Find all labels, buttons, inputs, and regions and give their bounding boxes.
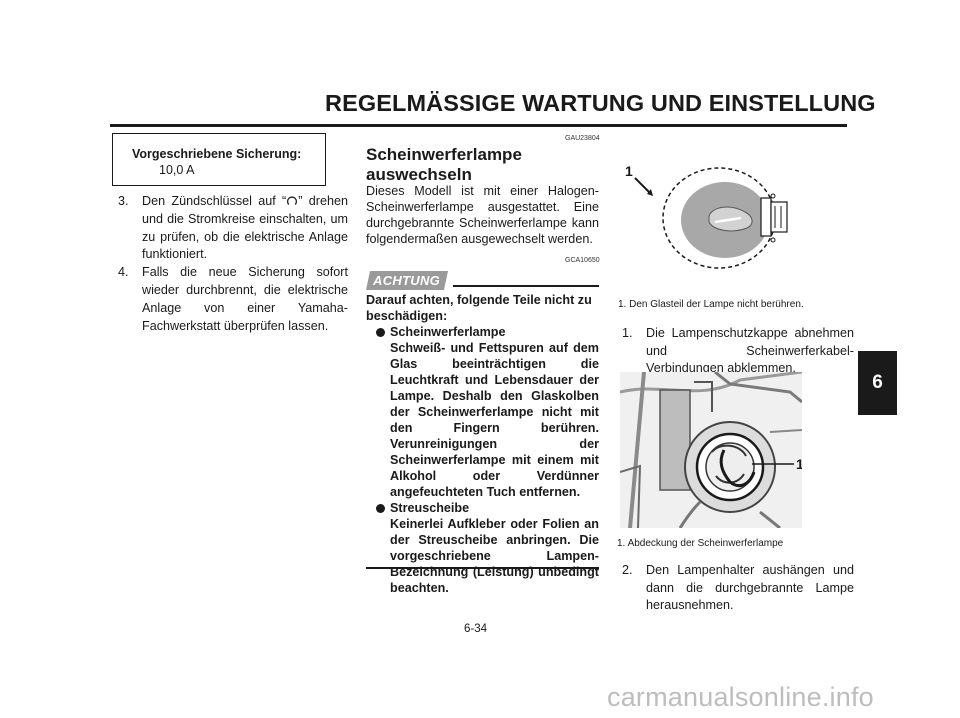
- caution-item-text: Keinerlei Aufkleber oder Folien an der S…: [390, 517, 599, 595]
- caution-badge: ACHTUNG: [365, 271, 449, 290]
- section-code: GAU23804: [565, 135, 600, 142]
- list-item: 4. Falls die neue Sicherung sofort wiede…: [118, 264, 348, 335]
- step-text: Falls die neue Sicherung sofort wieder d…: [142, 265, 348, 333]
- section-intro: Dieses Modell ist mit einer Halogen-Sche…: [366, 184, 599, 246]
- section-title: Scheinwerferlampe auswechseln: [366, 145, 522, 184]
- chapter-tab[interactable]: 6: [858, 351, 897, 415]
- caution-block: Darauf achten, folgende Teile nicht zu b…: [366, 292, 599, 596]
- fuse-steps-list: 3. Den Zündschlüssel auf “” drehen und d…: [118, 193, 348, 335]
- fuse-spec-box: Vorgeschriebene Sicherung: 10,0 A: [112, 133, 326, 186]
- bullet-icon: [376, 328, 385, 337]
- caution-badge-label: ACHTUNG: [373, 273, 441, 288]
- step-text: Den Lampenhalter aushängen und dann die …: [646, 563, 854, 612]
- headlight-bulb-figure: 1: [613, 158, 813, 298]
- caution-bottom-rule: [366, 567, 599, 569]
- headlight-steps-1: 1. Die Lampenschutzkappe abnehmen und Sc…: [622, 325, 854, 378]
- caution-item-title: Streuscheibe: [390, 501, 470, 515]
- caution-item-text: Schweiß- und Fettspuren auf dem Glas bee…: [390, 341, 599, 499]
- fuse-spec-value: 10,0 A: [159, 163, 195, 177]
- list-item: Scheinwerferlampe Schweiß- und Fettspure…: [366, 324, 599, 500]
- fuse-spec-label: Vorgeschriebene Sicherung:: [132, 147, 302, 161]
- figure1-caption: 1. Den Glasteil der Lampe nicht berühren…: [618, 299, 804, 310]
- page-number: 6-34: [464, 623, 488, 635]
- list-item: 1. Die Lampenschutzkappe abnehmen und Sc…: [622, 325, 854, 378]
- step-text-before-icon: Den Zündschlüssel auf “: [142, 194, 287, 208]
- bullet-icon: [376, 504, 385, 513]
- step-number: 2.: [622, 563, 633, 577]
- watermark-text: carmanualsonline.info: [607, 682, 874, 712]
- step-number: 1.: [622, 326, 633, 340]
- list-item: 2. Den Lampenhalter aushängen und dann d…: [622, 562, 854, 615]
- key-switch-on-icon: [286, 194, 298, 206]
- headlight-cover-photo: 1: [619, 370, 804, 533]
- step-text-after-icon: ” drehen und die Stromkreise einschalten…: [142, 194, 348, 262]
- step-text: Die Lampenschutzkappe abnehmen und Schei…: [646, 326, 854, 375]
- list-item: 3. Den Zündschlüssel auf “” drehen und d…: [118, 193, 348, 264]
- headlight-steps-2: 2. Den Lampenhalter aushängen und dann d…: [622, 562, 854, 615]
- page-header-title: REGELMÄSSIGE WARTUNG UND EINSTELLUNG: [325, 90, 876, 116]
- figure2-caption: 1. Abdeckung der Scheinwerferlampe: [617, 538, 784, 549]
- caution-intro: Darauf achten, folgende Teile nicht zu b…: [366, 293, 592, 323]
- caution-code: GCA10650: [565, 257, 600, 264]
- header-rule: [110, 124, 847, 127]
- caution-item-title: Scheinwerferlampe: [390, 325, 506, 339]
- caution-top-rule: [453, 285, 599, 287]
- step-number: 3.: [118, 194, 129, 208]
- list-item: Streuscheibe Keinerlei Aufkleber oder Fo…: [366, 500, 599, 596]
- figure2-callout: 1: [796, 456, 802, 472]
- figure1-callout: 1: [625, 163, 633, 179]
- step-number: 4.: [118, 265, 129, 280]
